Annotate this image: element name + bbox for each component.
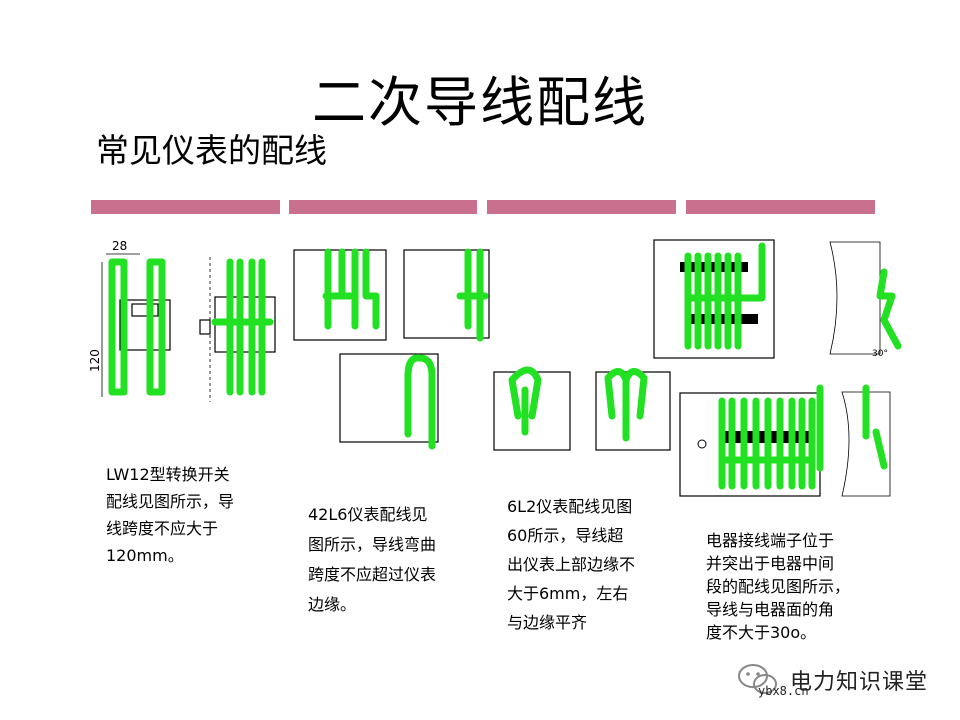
42l6-meter-diagram bbox=[293, 248, 490, 450]
divider-bar-4 bbox=[686, 200, 875, 214]
dim-label-120: 120 bbox=[90, 349, 102, 372]
6l2-meter-diagram bbox=[493, 366, 671, 451]
divider-bar-3 bbox=[487, 200, 676, 214]
page-title: 二次导线配线 bbox=[312, 71, 648, 134]
angle-label: 30° bbox=[872, 349, 888, 359]
brand-name: 电力知识课堂 bbox=[790, 670, 929, 695]
divider-bar-1 bbox=[91, 200, 280, 214]
lw12-switch-diagram: 28 120 bbox=[90, 239, 276, 402]
caption-6l2: 6L2仪表配线见图 60所示，导线超 出仪表上部边缘不 大于6mm，左右 与边缘… bbox=[507, 497, 636, 632]
caption-terminals: 电器接线端子位于 并突出于电器中间 段的配线见图所示， 导线与电器面的角 度不大… bbox=[706, 531, 851, 642]
caption-lw12: LW12型转换开关 配线见图所示，导 线跨度不应大于 120mm。 bbox=[106, 465, 235, 565]
terminal-block-diagram: 30° bbox=[653, 239, 902, 497]
dim-label-28: 28 bbox=[112, 239, 127, 253]
section-subtitle: 常见仪表的配线 bbox=[96, 131, 327, 170]
caption-42l6: 42L6仪表配线见 图所示，导线弯曲 跨度不应超过仪表 边缘。 bbox=[308, 505, 437, 614]
wechat-icon bbox=[738, 664, 777, 694]
divider-bar-2 bbox=[289, 200, 477, 214]
site-url: ybx8.cn bbox=[758, 684, 809, 698]
